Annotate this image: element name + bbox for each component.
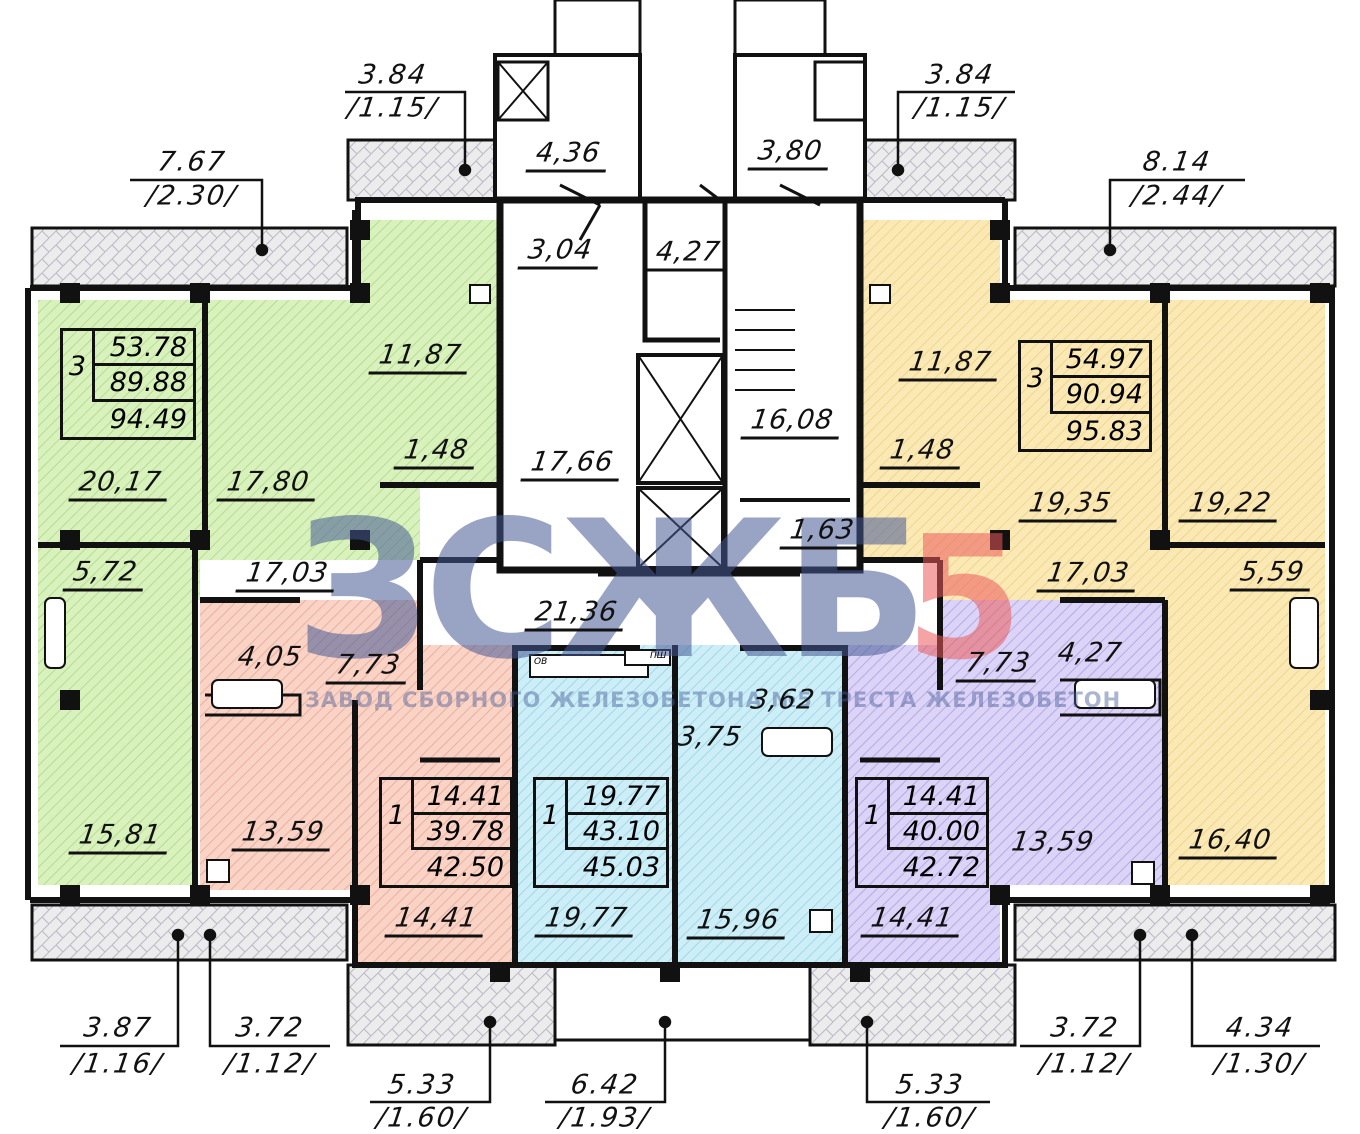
room-area: 17,03 bbox=[1036, 557, 1140, 593]
room-area: 14,41 bbox=[384, 902, 488, 938]
room-area: 7,73 bbox=[325, 649, 411, 685]
room-area: 5,59 bbox=[1229, 556, 1315, 592]
total-area-with-balcony: 94.49 bbox=[109, 403, 187, 435]
balconies bbox=[30, 138, 1337, 1047]
common-room-area: 3,75 bbox=[675, 721, 745, 753]
common-room-area: 17,66 bbox=[520, 446, 624, 482]
room-area: 16,40 bbox=[1178, 824, 1282, 860]
living-area: 53.78 bbox=[95, 331, 193, 367]
room-count: 1 bbox=[858, 780, 890, 850]
balcony-reduced-area: /1.93/ bbox=[557, 1102, 653, 1134]
living-area: 19.77 bbox=[568, 780, 666, 815]
common-room-area: 3,62 bbox=[748, 684, 818, 716]
balcony-reduced-area: /1.60/ bbox=[374, 1102, 470, 1134]
room-area: 4,27 bbox=[1055, 637, 1125, 669]
total-area: 43.10 bbox=[568, 815, 666, 850]
room-area: 13,59 bbox=[231, 816, 335, 852]
total-area-with-balcony: 95.83 bbox=[1065, 415, 1143, 447]
watermark-logo: ЗСЖБ bbox=[295, 480, 929, 701]
total-area-with-balcony: 45.03 bbox=[582, 852, 660, 883]
apartment-summary: 1 14.41 39.78 42.50 bbox=[379, 777, 513, 888]
room-count: 3 bbox=[1021, 343, 1053, 414]
room-area: 17,03 bbox=[235, 557, 339, 593]
room-area: 7,73 bbox=[955, 647, 1041, 683]
common-room-area: 1,63 bbox=[779, 514, 865, 550]
dimension-leaders bbox=[60, 90, 1320, 1104]
living-area: 14.41 bbox=[414, 780, 510, 815]
stair-core bbox=[493, 0, 867, 577]
room-area: 5,72 bbox=[62, 556, 148, 592]
common-room-area: 3,04 bbox=[517, 234, 603, 270]
balcony-area: 3.87 bbox=[81, 1012, 155, 1044]
room-count: 3 bbox=[63, 331, 95, 402]
room-area: 4,05 bbox=[235, 641, 305, 673]
balcony-reduced-area: /1.12/ bbox=[1037, 1048, 1133, 1080]
room-area: 11,87 bbox=[898, 346, 1002, 382]
balcony-area: 5.33 bbox=[893, 1069, 967, 1101]
total-area: 40.00 bbox=[890, 815, 986, 850]
room-area: 19,22 bbox=[1178, 487, 1282, 523]
balcony-reduced-area: /1.16/ bbox=[70, 1048, 166, 1080]
room-area: 19,77 bbox=[534, 902, 638, 938]
balcony-reduced-area: /1.15/ bbox=[345, 92, 441, 124]
living-area: 54.97 bbox=[1053, 343, 1149, 379]
common-room-area: 16,08 bbox=[740, 404, 844, 440]
balcony-reduced-area: /1.60/ bbox=[882, 1102, 978, 1134]
fixtures bbox=[44, 284, 1319, 933]
panel-label: ОВ bbox=[534, 657, 548, 667]
room-area: 14,41 bbox=[860, 902, 964, 938]
watermark-subtitle: ЗАВОД СБОРНОГО ЖЕЛЕЗОБЕТОНА №5 ТРЕСТА ЖЕ… bbox=[305, 688, 1122, 712]
total-area-with-balcony: 42.72 bbox=[902, 852, 980, 883]
balcony-reduced-area: /2.44/ bbox=[1129, 180, 1225, 212]
room-area: 19,35 bbox=[1018, 487, 1122, 523]
balcony-area: 4.34 bbox=[1223, 1012, 1297, 1044]
total-area-with-balcony: 42.50 bbox=[426, 852, 504, 883]
room-area: 15,81 bbox=[68, 819, 172, 855]
apartment-summary: 1 14.41 40.00 42.72 bbox=[855, 777, 989, 888]
room-area: 20,17 bbox=[68, 466, 172, 502]
room-count: 1 bbox=[536, 780, 568, 850]
room-area: 1,48 bbox=[393, 434, 479, 470]
common-room-area: 21,36 bbox=[524, 596, 628, 632]
room-count: 1 bbox=[382, 780, 414, 850]
common-room-area: 3,80 bbox=[747, 135, 833, 171]
balcony-area: 6.42 bbox=[568, 1069, 642, 1101]
balcony-area: 7.67 bbox=[155, 146, 229, 178]
balcony-area: 3.72 bbox=[1048, 1012, 1122, 1044]
common-room-area: 4,27 bbox=[645, 236, 731, 272]
room-area: 17,80 bbox=[216, 466, 320, 502]
room-area: 13,59 bbox=[1009, 826, 1097, 858]
room-area: 1,48 bbox=[879, 434, 965, 470]
total-area: 90.94 bbox=[1053, 378, 1149, 414]
living-area: 14.41 bbox=[890, 780, 986, 815]
balcony-area: 3.84 bbox=[923, 59, 997, 91]
room-area: 11,87 bbox=[368, 339, 472, 375]
apartment-summary: 3 53.78 89.88 94.49 bbox=[60, 328, 196, 440]
apartment-summary: 1 19.77 43.10 45.03 bbox=[533, 777, 669, 888]
common-room-area: 4,36 bbox=[525, 137, 611, 173]
total-area: 39.78 bbox=[414, 815, 510, 850]
balcony-area: 3.72 bbox=[233, 1012, 307, 1044]
room-area: 15,96 bbox=[686, 904, 790, 940]
balcony-reduced-area: /1.15/ bbox=[912, 92, 1008, 124]
balcony-area: 5.33 bbox=[385, 1069, 459, 1101]
balcony-reduced-area: /1.30/ bbox=[1212, 1048, 1308, 1080]
balcony-area: 8.14 bbox=[1140, 146, 1214, 178]
balcony-reduced-area: /2.30/ bbox=[144, 180, 240, 212]
balcony-reduced-area: /1.12/ bbox=[222, 1048, 318, 1080]
watermark-logo-number: 5 bbox=[905, 500, 1024, 698]
box-label: ПШ bbox=[650, 651, 667, 661]
balcony-area: 3.84 bbox=[356, 59, 430, 91]
apartment-summary: 3 54.97 90.94 95.83 bbox=[1018, 340, 1152, 452]
total-area: 89.88 bbox=[95, 366, 193, 402]
wall-columns bbox=[60, 220, 1330, 982]
